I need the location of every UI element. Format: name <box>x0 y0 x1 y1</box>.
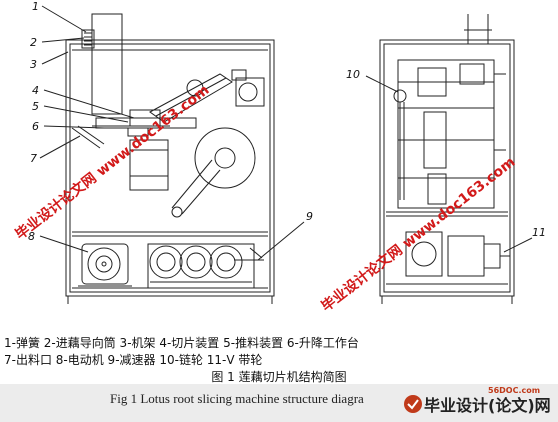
speed-reducer <box>147 243 264 289</box>
discharge-spout <box>71 125 169 191</box>
callout-11: 11 <box>532 226 546 239</box>
structure-drawing: 1 2 3 4 5 6 7 8 9 10 11 毕业设计论文网 www.doc1… <box>12 0 546 315</box>
figure-caption-cn: 图 1 莲藕切片机结构简图 <box>211 370 347 384</box>
right-view-motor-reducer <box>405 231 510 277</box>
callout-5: 5 <box>32 100 39 113</box>
flywheel <box>171 127 256 218</box>
footer-band <box>0 384 558 422</box>
right-view-drive <box>393 59 506 209</box>
footer-domain: 56DOC.com <box>488 386 541 395</box>
legend-line-2: 7-出料口 8-电动机 9-减速器 10-链轮 11-V 带轮 <box>4 353 263 367</box>
callout-8: 8 <box>28 230 35 243</box>
footer-site-name: 毕业设计(论文)网 <box>424 396 551 415</box>
callout-6: 6 <box>32 120 39 133</box>
feed-guide-tube <box>81 13 123 115</box>
legend-line-1: 1-弹簧 2-进藕导向筒 3-机架 4-切片装置 5-推料装置 6-升降工作台 <box>4 336 359 350</box>
callout-7: 7 <box>30 152 37 165</box>
footer-logo: 毕业设计(论文)网 <box>402 392 551 416</box>
callout-2: 2 <box>30 36 37 49</box>
callout-10: 10 <box>346 68 360 81</box>
site-logo-icon <box>404 395 422 413</box>
right-view-frame <box>379 14 515 304</box>
leader-lines <box>39 5 533 261</box>
watermark-left: 毕业设计论文网 www.doc163.com <box>12 81 212 243</box>
callout-3: 3 <box>30 58 37 71</box>
callout-1: 1 <box>32 0 39 13</box>
slicing-assembly <box>92 69 265 137</box>
callout-9: 9 <box>306 210 313 223</box>
electric-motor <box>78 243 132 287</box>
callout-4: 4 <box>32 84 39 97</box>
figure-caption-en: Fig 1 Lotus root slicing machine structu… <box>110 391 364 406</box>
